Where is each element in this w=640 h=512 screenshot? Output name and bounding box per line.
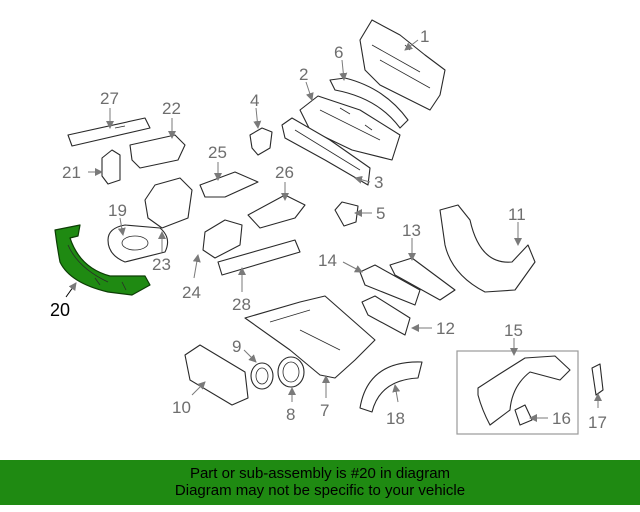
part-21-bracket	[101, 149, 121, 185]
part-24-bracket	[202, 219, 243, 259]
part-11-wheelhouse	[439, 204, 536, 293]
part-25-rail	[199, 171, 259, 198]
part-20-highlighted	[54, 224, 151, 296]
callout-5: 5	[376, 204, 385, 223]
part-8-cap	[277, 356, 305, 388]
callouts: 1 2 3 4 5 6 7 8 9 10 11 12 13 14 15 16 1…	[50, 27, 607, 432]
callout-9: 9	[232, 337, 241, 356]
banner-line-1: Part or sub-assembly is #20 in diagram	[189, 465, 451, 482]
parts-diagram: 1 2 3 4 5 6 7 8 9 10 11 12 13 14 15 16 1…	[50, 19, 607, 435]
callout-16: 16	[552, 409, 571, 428]
callout-22: 22	[162, 99, 181, 118]
callout-8: 8	[286, 405, 295, 424]
callout-4: 4	[250, 91, 259, 110]
part-14-member	[359, 264, 421, 306]
part-26-rail	[247, 194, 306, 229]
part-3-cross-member	[281, 117, 371, 186]
callout-7: 7	[320, 401, 329, 420]
part-4-bracket	[249, 127, 273, 156]
leader-lines	[65, 39, 602, 422]
callout-19: 19	[108, 201, 127, 220]
callout-12: 12	[436, 319, 455, 338]
callout-20: 20	[50, 300, 70, 320]
callout-3: 3	[374, 173, 383, 192]
callout-14: 14	[318, 251, 337, 270]
callout-11: 11	[508, 205, 526, 224]
part-15-inner-wheelhouse	[477, 355, 571, 426]
part-18-arch	[359, 361, 423, 413]
callout-13: 13	[402, 221, 421, 240]
part-7-floor-pan	[244, 295, 376, 379]
part-5-bracket	[334, 201, 359, 227]
part-17-piece	[591, 363, 604, 396]
part-27-bar	[67, 117, 151, 147]
banner-line-2: Diagram may not be specific to your vehi…	[174, 482, 466, 499]
callout-1: 1	[420, 27, 429, 46]
part-10-panel	[184, 344, 249, 406]
part-23-panel	[144, 177, 193, 229]
notice-banner: Part or sub-assembly is #20 in diagram D…	[0, 460, 640, 505]
callout-23: 23	[152, 255, 171, 274]
part-22-panel	[129, 134, 186, 169]
callout-21: 21	[62, 163, 81, 182]
part-6-rail	[329, 77, 409, 129]
part-28-rail	[217, 239, 301, 276]
callout-25: 25	[208, 143, 227, 162]
callout-10: 10	[172, 398, 191, 417]
callout-26: 26	[275, 163, 294, 182]
callout-15: 15	[504, 321, 523, 340]
callout-2: 2	[299, 65, 308, 84]
part-12-rail	[361, 295, 411, 336]
callout-6: 6	[334, 43, 343, 62]
callout-27: 27	[100, 89, 119, 108]
part-9-ring	[250, 362, 274, 390]
callout-24: 24	[182, 283, 201, 302]
callout-18: 18	[386, 409, 405, 428]
callout-17: 17	[588, 413, 607, 432]
callout-28: 28	[232, 295, 251, 314]
